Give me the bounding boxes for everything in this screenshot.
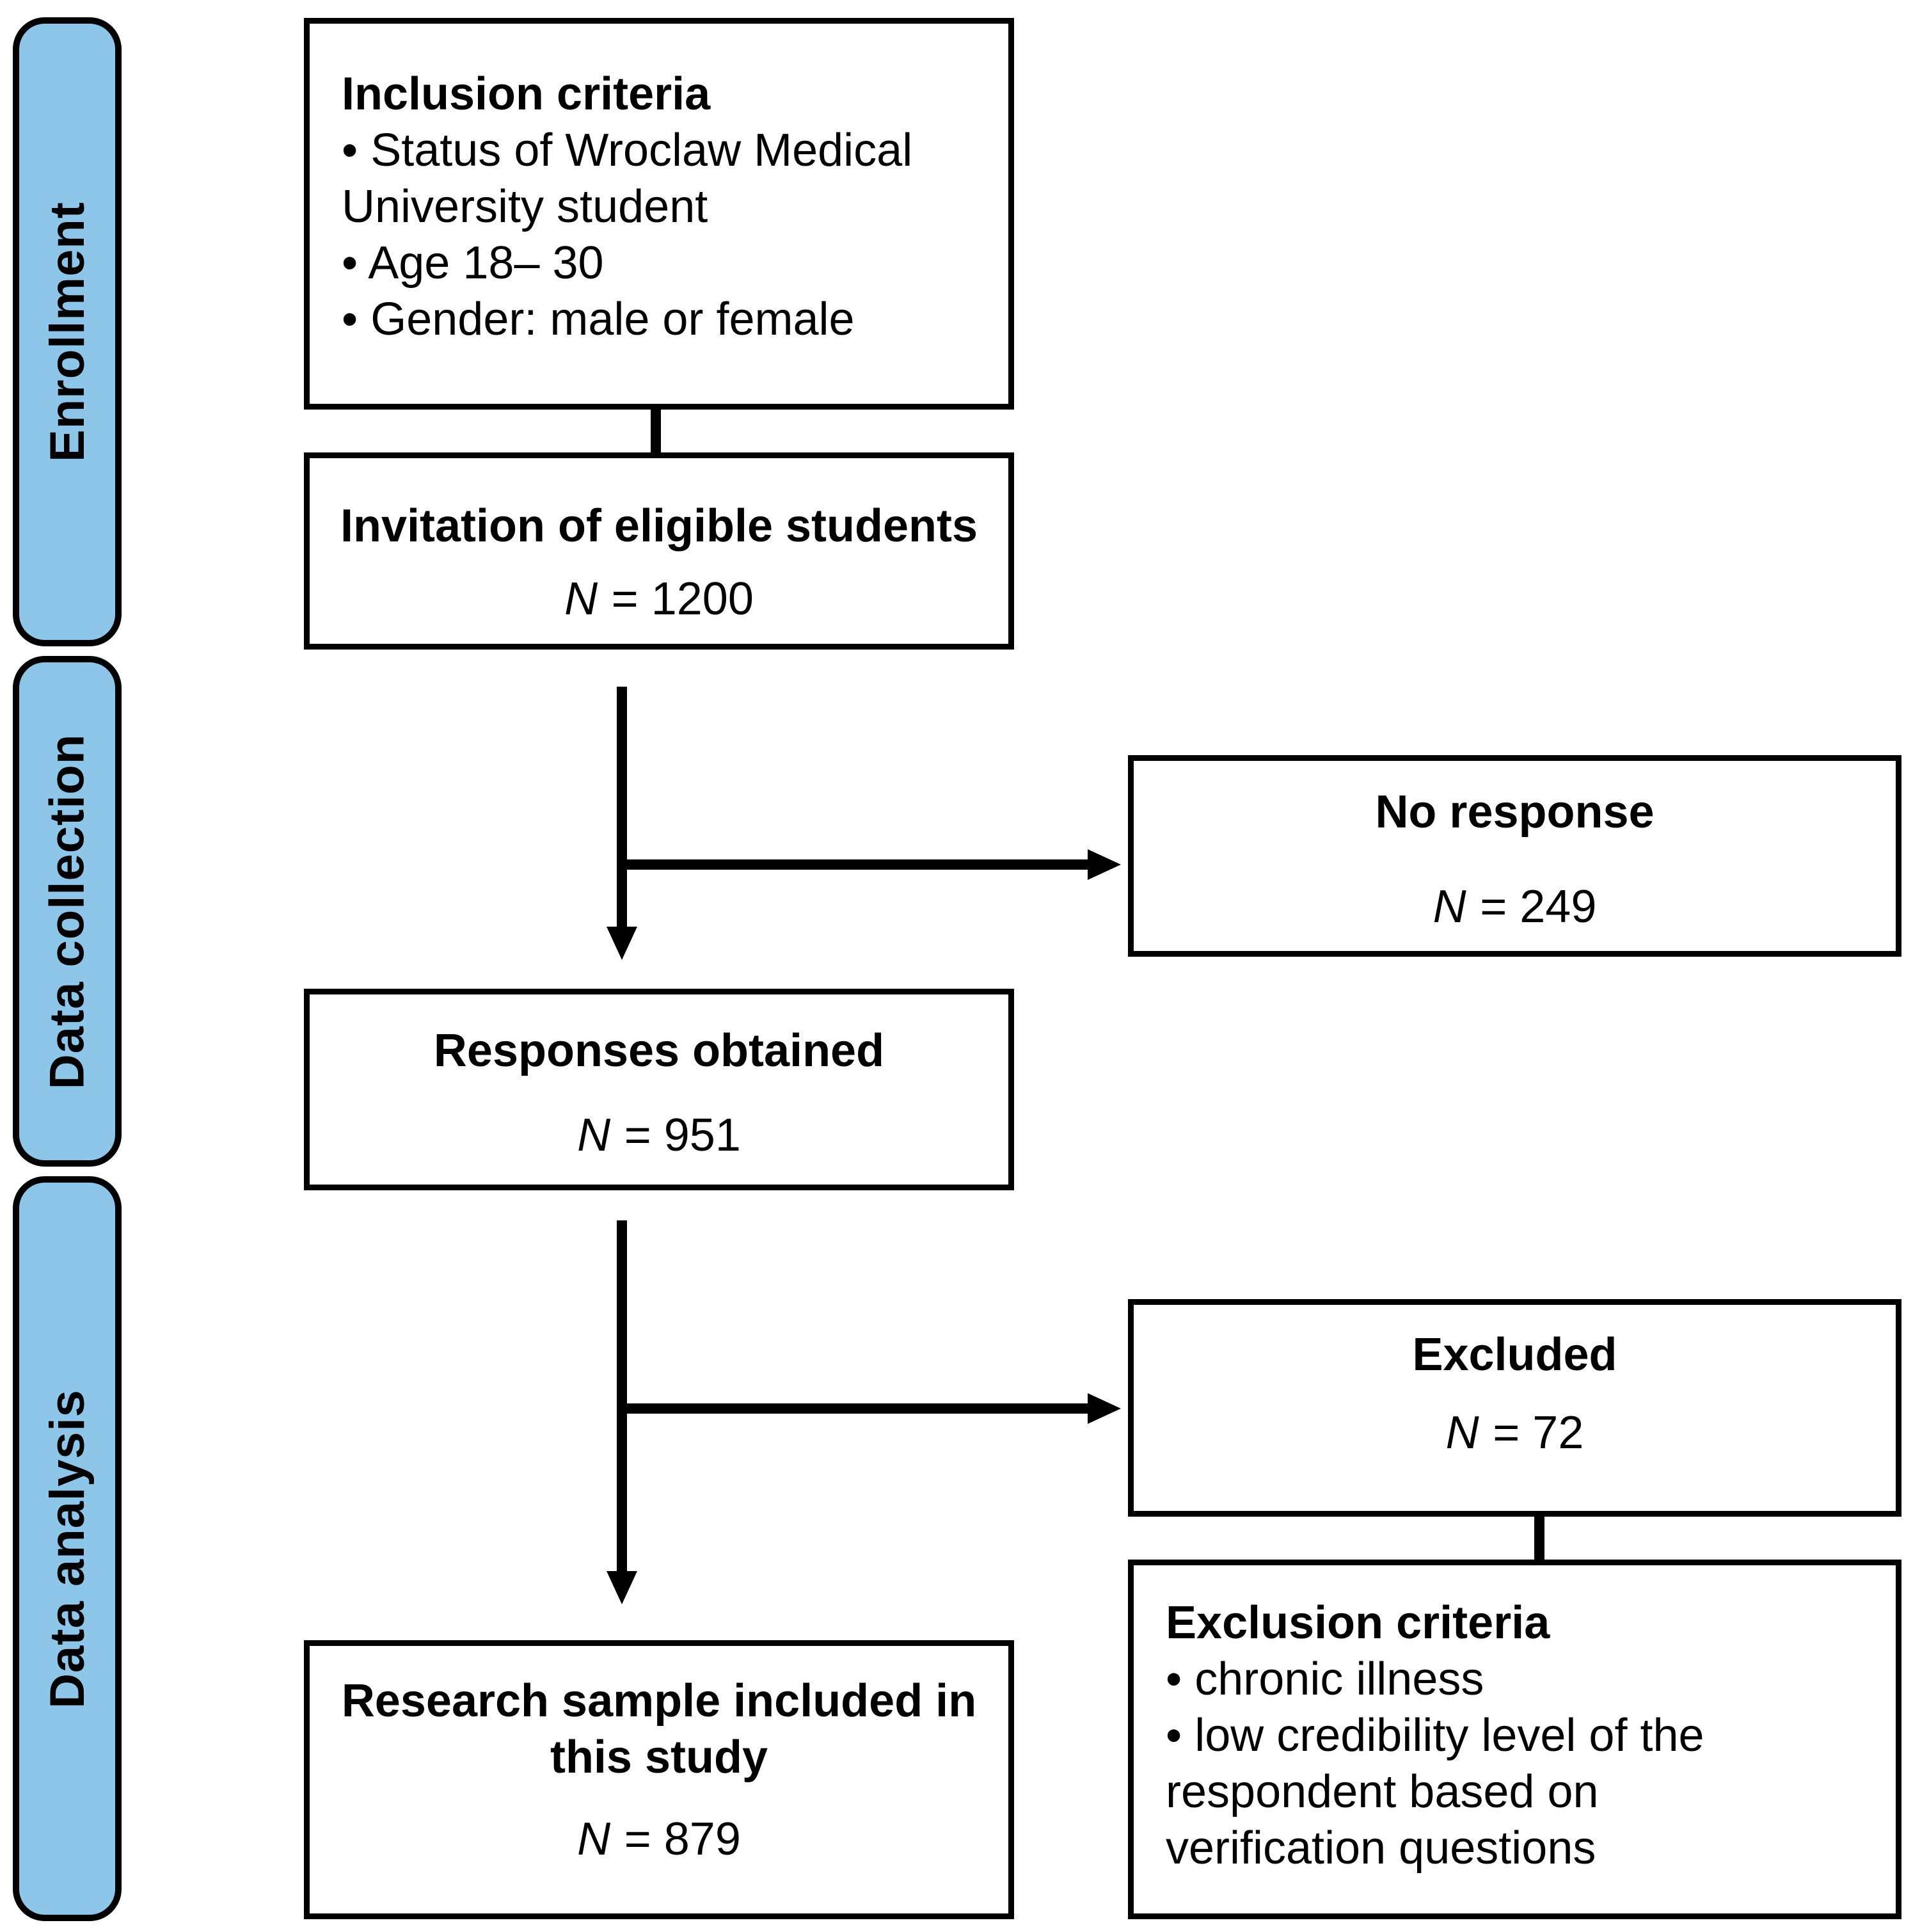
branch-line-no-response <box>617 859 1090 870</box>
stage-data-analysis-label: Data analysis <box>40 1389 95 1709</box>
connector-excluded-to-exclusion <box>1534 1513 1544 1562</box>
excluded-count: N = 72 <box>1446 1405 1584 1461</box>
n-symbol: N <box>577 1110 611 1161</box>
inclusion-criteria-line: University student <box>342 181 708 232</box>
stage-data-analysis: Data analysis <box>13 1176 122 1921</box>
exclusion-criteria-line: • chronic illness <box>1166 1654 1484 1705</box>
n-symbol: N <box>577 1814 611 1865</box>
arrowhead-right-icon <box>1088 1393 1121 1424</box>
n-value: = 879 <box>624 1814 741 1865</box>
connector-inclusion-to-invitation <box>651 407 661 456</box>
inclusion-criteria-line: • Gender: male or female <box>342 294 855 345</box>
exclusion-criteria-line: verification questions <box>1166 1823 1596 1874</box>
no-response-title: No response <box>1375 786 1655 838</box>
excluded-box: Excluded N = 72 <box>1128 1299 1901 1517</box>
n-symbol: N <box>1445 1407 1479 1458</box>
research-sample-title-line: Research sample included in <box>341 1675 977 1727</box>
research-sample-count: N = 879 <box>577 1811 741 1867</box>
responses-obtained-count: N = 951 <box>577 1107 741 1163</box>
research-sample-box: Research sample included in this study N… <box>304 1640 1014 1919</box>
invitation-title: Invitation of eligible students <box>340 500 978 552</box>
n-value: = 249 <box>1480 881 1597 932</box>
no-response-count: N = 249 <box>1433 879 1597 935</box>
arrowhead-right-icon <box>1088 849 1121 880</box>
stage-enrollment-label: Enrollment <box>40 202 95 462</box>
branch-line-excluded <box>617 1403 1090 1414</box>
responses-obtained-box: Responses obtained N = 951 <box>304 989 1014 1190</box>
invitation-box: Invitation of eligible students N= 1200 <box>304 452 1014 650</box>
responses-obtained-title: Responses obtained <box>433 1025 885 1076</box>
arrowhead-down-icon <box>607 927 637 960</box>
excluded-title: Excluded <box>1412 1329 1617 1380</box>
arrow-line-responses-to-sample <box>617 1220 627 1574</box>
n-value: = 1200 <box>611 573 754 625</box>
inclusion-criteria-line: • Status of Wroclaw Medical <box>342 125 913 176</box>
inclusion-criteria-line: • Age 18– 30 <box>342 237 604 289</box>
arrow-line-invitation-to-responses <box>617 687 627 930</box>
n-symbol: N <box>564 573 598 625</box>
no-response-box: No response N = 249 <box>1128 755 1901 957</box>
research-sample-title: Research sample included in this study <box>342 1673 976 1785</box>
invitation-count: N= 1200 <box>564 571 754 627</box>
stage-enrollment: Enrollment <box>13 17 122 646</box>
inclusion-criteria-title: Inclusion criteria <box>342 68 711 120</box>
stage-data-collection: Data collection <box>13 656 122 1167</box>
arrowhead-down-icon <box>607 1571 637 1604</box>
n-value: = 72 <box>1493 1407 1584 1458</box>
exclusion-criteria-line: respondent based on <box>1166 1766 1599 1817</box>
n-value: = 951 <box>624 1110 741 1161</box>
exclusion-criteria-title: Exclusion criteria <box>1166 1597 1550 1649</box>
stage-data-collection-label: Data collection <box>40 733 95 1089</box>
n-symbol: N <box>1433 881 1466 932</box>
exclusion-criteria-box: Exclusion criteria • chronic illness • l… <box>1128 1560 1901 1919</box>
research-sample-title-line: this study <box>550 1732 768 1783</box>
inclusion-criteria-box: Inclusion criteria • Status of Wroclaw M… <box>304 18 1014 410</box>
exclusion-criteria-line: • low credibility level of the <box>1166 1710 1704 1761</box>
